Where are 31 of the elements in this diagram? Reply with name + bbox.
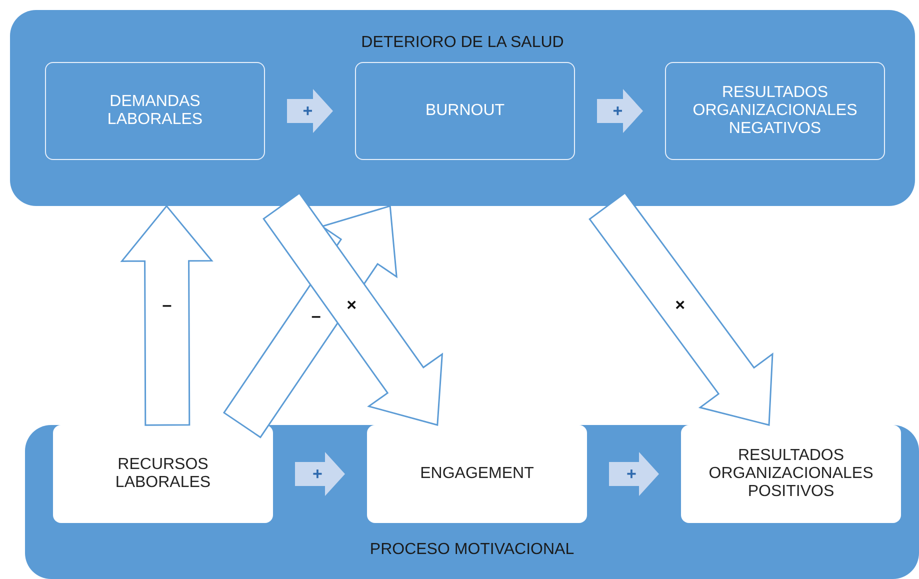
- process-box: [45, 62, 265, 160]
- process-box: [355, 62, 575, 160]
- edge-label: –: [162, 296, 172, 314]
- box-label: ENGAGEMENT: [420, 465, 534, 483]
- process-box: [681, 425, 901, 523]
- chevron-arrow: [287, 89, 333, 133]
- box-label: RESULTADOS ORGANIZACIONALES NEGATIVOS: [692, 84, 858, 138]
- edge-label: ×: [675, 296, 686, 314]
- process-box: [53, 425, 273, 523]
- process-box: [665, 62, 885, 160]
- chevron-arrow: [597, 89, 643, 133]
- edge-label: +: [612, 102, 623, 120]
- group-band: [10, 10, 915, 206]
- band-title: PROCESO MOTIVACIONAL: [368, 541, 576, 559]
- block-arrow: [262, 192, 444, 426]
- box-label: DEMANDAS LABORALES: [106, 93, 204, 129]
- block-arrow: [588, 192, 774, 426]
- chevron-arrow: [295, 452, 345, 496]
- band-title: DETERIORO DE LA SALUD: [360, 34, 565, 52]
- edge-label: –: [311, 307, 321, 324]
- box-label: RECURSOS LABORALES: [114, 456, 212, 492]
- process-box: [367, 425, 587, 523]
- chevron-arrow: [609, 452, 659, 496]
- edge-label: +: [312, 466, 322, 482]
- box-label: BURNOUT: [425, 102, 505, 120]
- edge-label: +: [626, 466, 636, 482]
- group-band: [25, 425, 919, 579]
- edge-label: +: [302, 102, 313, 120]
- box-label: RESULTADOS ORGANIZACIONALES POSITIVOS: [708, 447, 874, 501]
- block-arrow: [120, 204, 214, 426]
- edge-label: ×: [346, 296, 357, 314]
